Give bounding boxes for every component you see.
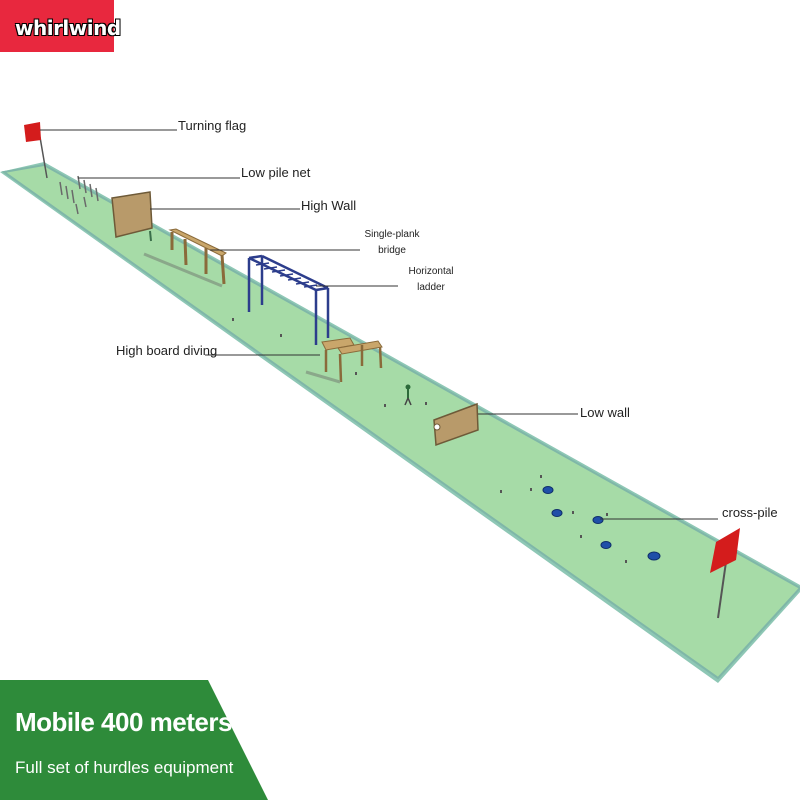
banner-background [0, 680, 268, 800]
label-high-wall: High Wall [301, 198, 357, 213]
brand-name: whirlwind [15, 16, 121, 40]
label-high-board-diving: High board diving [116, 343, 218, 358]
label-horizontal-ladder: Horizontal ladder [403, 264, 459, 296]
horizontal-ladder [247, 254, 330, 345]
label-cross-pile: cross-pile [722, 505, 778, 520]
low-wall [433, 402, 479, 447]
banner-title: Mobile 400 meters [15, 707, 232, 737]
brand-badge: whirlwind [0, 0, 121, 52]
label-horizontal-ladder-line1: Horizontal [408, 266, 454, 277]
track-surface [1, 163, 800, 680]
banner-subtitle: Full set of hurdles equipment [15, 758, 234, 777]
label-single-plank-bridge-line2: bridge [378, 245, 406, 256]
label-single-plank-bridge: Single-plank bridge [362, 227, 422, 259]
cross-piles [542, 486, 661, 561]
runner-figure [404, 384, 412, 406]
high-board-diving [305, 337, 383, 384]
turning-flag [24, 122, 48, 179]
small-stakes [232, 318, 627, 563]
turning-flag-near [710, 528, 740, 619]
high-wall [111, 191, 153, 242]
label-horizontal-ladder-line2: ladder [417, 282, 445, 293]
single-plank-bridge [143, 228, 227, 288]
label-low-wall: Low wall [580, 405, 630, 420]
label-turning-flag: Turning flag [178, 118, 247, 133]
label-single-plank-bridge-line1: Single-plank [364, 229, 420, 240]
leader-lines [40, 129, 718, 520]
label-low-pile-net: Low pile net [241, 165, 311, 180]
